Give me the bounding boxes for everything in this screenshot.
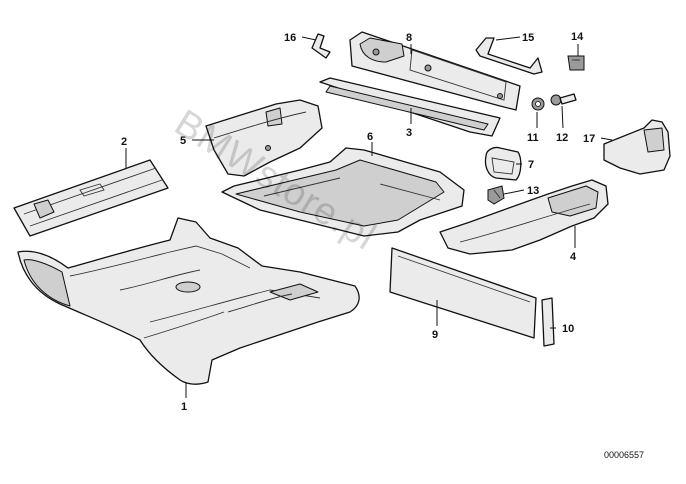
callout-13: 13 <box>527 185 539 197</box>
callout-15: 15 <box>522 32 534 44</box>
callout-4: 4 <box>570 251 577 263</box>
callout-2: 2 <box>121 136 127 148</box>
diagram-reference-number: 00006557 <box>604 450 644 460</box>
part-1-floor-carpet <box>17 217 360 385</box>
callout-11: 11 <box>527 132 539 144</box>
callout-labels: 1 2 3 4 5 6 7 8 9 10 11 12 13 14 15 16 1… <box>121 31 595 413</box>
part-17-side-panel <box>603 119 671 175</box>
part-15-bracket <box>475 37 543 75</box>
callout-8: 8 <box>406 32 412 44</box>
callout-10: 10 <box>562 323 574 335</box>
part-9-rear-board <box>389 247 537 339</box>
leader-lines <box>125 36 613 398</box>
part-2-insulation-panel <box>13 159 169 237</box>
part-12-bolt <box>550 93 577 106</box>
part-14-rubber-block <box>567 55 585 71</box>
part-13-clip <box>487 185 505 205</box>
callout-1: 1 <box>181 401 187 413</box>
part-4-side-trim-right <box>439 179 609 255</box>
callout-5: 5 <box>180 135 186 147</box>
part-7-cover-plate <box>484 146 522 181</box>
callout-12: 12 <box>556 132 568 144</box>
callout-9: 9 <box>432 329 438 341</box>
callout-3: 3 <box>406 127 412 139</box>
part-8-rear-panel <box>349 31 521 111</box>
part-10-strip <box>541 297 555 347</box>
callout-16: 16 <box>284 32 296 44</box>
part-16-small-bracket <box>311 33 331 59</box>
callout-7: 7 <box>528 159 534 171</box>
callout-17: 17 <box>583 133 595 145</box>
part-5-side-trim-left <box>205 99 323 177</box>
callout-14: 14 <box>571 31 584 43</box>
part-11-nut <box>531 97 545 111</box>
part-6-luggage-floor <box>221 147 465 237</box>
callout-6: 6 <box>367 131 373 143</box>
part-3-trim-strip <box>319 77 501 137</box>
